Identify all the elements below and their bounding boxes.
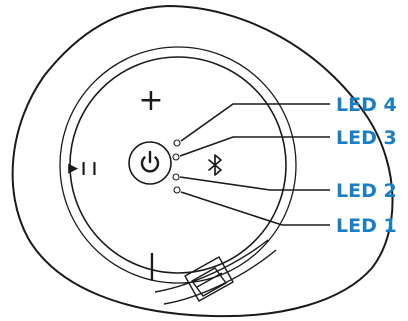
power-button[interactable] [129,142,171,184]
callout-label-led4: LED 4 [336,94,397,116]
volume-down-button[interactable]: | [147,248,156,281]
callout-label-led1: LED 1 [336,215,397,237]
control-panel [70,57,286,273]
led-2 [173,174,179,180]
led-1 [174,187,180,193]
led-3 [173,154,179,160]
callout-label-led3: LED 3 [336,127,397,149]
callout-label-led2: LED 2 [336,180,397,202]
play-pause-icon: ▶❙❙ [68,161,100,176]
volume-up-button[interactable]: + [138,83,163,118]
play-pause-button[interactable]: ▶❙❙ [68,161,100,176]
led-4 [174,140,180,146]
